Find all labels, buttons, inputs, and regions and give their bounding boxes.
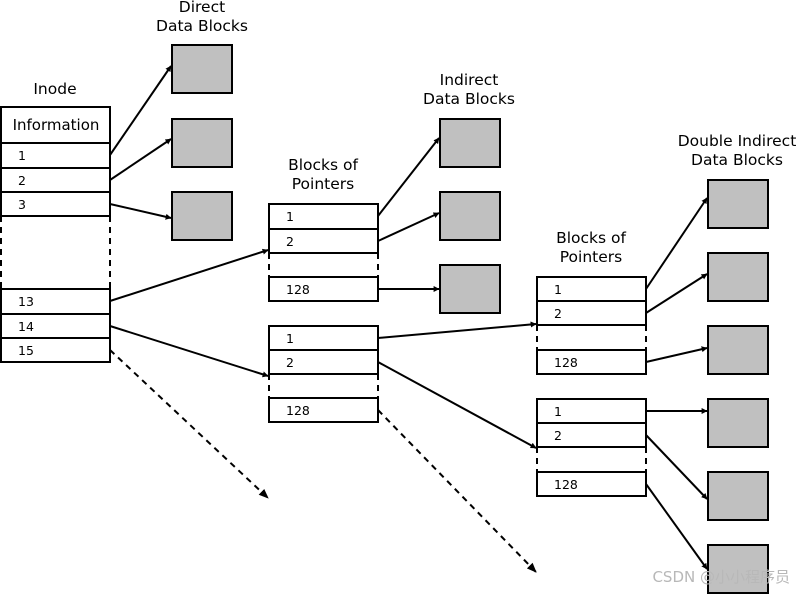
pointer-double-l2a-row-1-label: 1 (554, 282, 562, 297)
pointer-double-l2b-row-1-label: 1 (554, 404, 562, 419)
pointer-single-row-128-label: 128 (286, 282, 310, 297)
arrow-l2a-1-to-data1 (645, 197, 708, 290)
pointer-single-row-2-label: 2 (286, 234, 294, 249)
direct-title-line1: Direct (179, 0, 225, 16)
inode-slot-13 (0, 288, 111, 315)
inode-slot-14 (0, 313, 111, 339)
arrow-single2-to-indirect2 (377, 212, 440, 242)
indirect-title-line1: Indirect (440, 71, 499, 89)
pointer-double-l2a-row-128-label: 128 (554, 355, 578, 370)
arrow-l2b-128-to-data6 (645, 483, 708, 570)
double-indirect-data-block-5 (707, 471, 769, 521)
arrow-l2a-2-to-data2 (645, 273, 708, 314)
indirect-data-block-1 (439, 118, 501, 168)
direct-data-block-3 (171, 191, 233, 241)
pointer-double-l1-row-2-label: 2 (286, 355, 294, 370)
pointer-double-l1-row-2 (268, 349, 379, 375)
pointer-double-l1-row-1-label: 1 (286, 331, 294, 346)
arrow-double-l1-128-continues (377, 409, 537, 573)
pointers-title-line2: Pointers (292, 175, 354, 193)
pointer-block-single: 1 2 128 (268, 203, 379, 302)
double-indirect-data-block-1 (707, 179, 769, 229)
inode-information-label: Information (13, 116, 100, 134)
arrow-slot13-to-pointer-single (109, 248, 269, 302)
pointer-block-double-l2b: 1 2 128 (536, 398, 647, 497)
arrow-single1-to-indirect1 (377, 137, 440, 217)
double-indirect-data-block-4 (707, 398, 769, 448)
pointer-double-l1-row-1 (268, 325, 379, 351)
arrow-slot1-to-direct1 (109, 65, 172, 156)
arrow-double-l1-2-to-l2b (377, 361, 537, 449)
pointers-title-line1: Blocks of (288, 156, 358, 174)
indirect-title-line2: Data Blocks (423, 90, 515, 108)
double-indirect-title-line2: Data Blocks (691, 151, 783, 169)
pointer-double-l2a-row-2-label: 2 (554, 306, 562, 321)
inode-slot-15 (0, 337, 111, 363)
arrow-slot2-to-direct2 (109, 138, 172, 181)
pointer-arrows (109, 65, 708, 573)
inode-slot-14-label: 14 (18, 319, 34, 334)
pointer-double-l2a-row-1 (536, 276, 647, 302)
arrow-double-l1-1-to-l2a (377, 321, 537, 339)
pointers-title-2-line1: Blocks of (556, 229, 626, 247)
pointer-single-row-1-label: 1 (286, 209, 294, 224)
arrow-slot15-triple-indirect (109, 349, 269, 499)
pointer-block-double-l1: 1 2 128 (268, 325, 379, 423)
double-indirect-title-line1: Double Indirect (678, 132, 797, 150)
indirect-data-block-2 (439, 191, 501, 241)
direct-title-line2: Data Blocks (156, 17, 248, 35)
pointer-single-row-2 (268, 228, 379, 254)
inode-slot-1-label: 1 (18, 148, 26, 163)
pointer-double-l2b-row-1 (536, 398, 647, 424)
double-indirect-data-block-2 (707, 252, 769, 302)
inode-information-cell (0, 106, 111, 144)
pointer-double-l2b-row-128-label: 128 (554, 477, 578, 492)
inode-slot-13-label: 13 (18, 294, 34, 309)
arrow-l2a-128-to-data3 (645, 346, 708, 363)
pointer-double-l1-row-128-label: 128 (286, 403, 310, 418)
arrow-slot14-to-pointer-double (109, 325, 269, 378)
direct-data-block-1 (171, 44, 233, 94)
watermark: CSDN @小小程序员 (652, 568, 790, 586)
arrow-l2b-2-to-data5 (645, 434, 708, 500)
pointer-double-l2b-row-2-label: 2 (554, 428, 562, 443)
inode-title: Inode (33, 80, 76, 98)
double-indirect-data-block-3 (707, 325, 769, 375)
arrow-slot3-to-direct3 (109, 203, 172, 220)
direct-data-block-2 (171, 118, 233, 168)
inode-table: Information 1 2 3 13 14 15 (0, 106, 111, 363)
pointer-double-l2b-row-2 (536, 422, 647, 448)
inode-slot-15-label: 15 (18, 343, 34, 358)
pointers-title-2-line2: Pointers (560, 248, 622, 266)
indirect-data-block-3 (439, 264, 501, 314)
pointer-block-double-l2a: 1 2 128 (536, 276, 647, 375)
double-indirect-data-block-6 (707, 544, 769, 594)
inode-slot-2-label: 2 (18, 173, 26, 188)
inode-slot-3-label: 3 (18, 197, 26, 212)
